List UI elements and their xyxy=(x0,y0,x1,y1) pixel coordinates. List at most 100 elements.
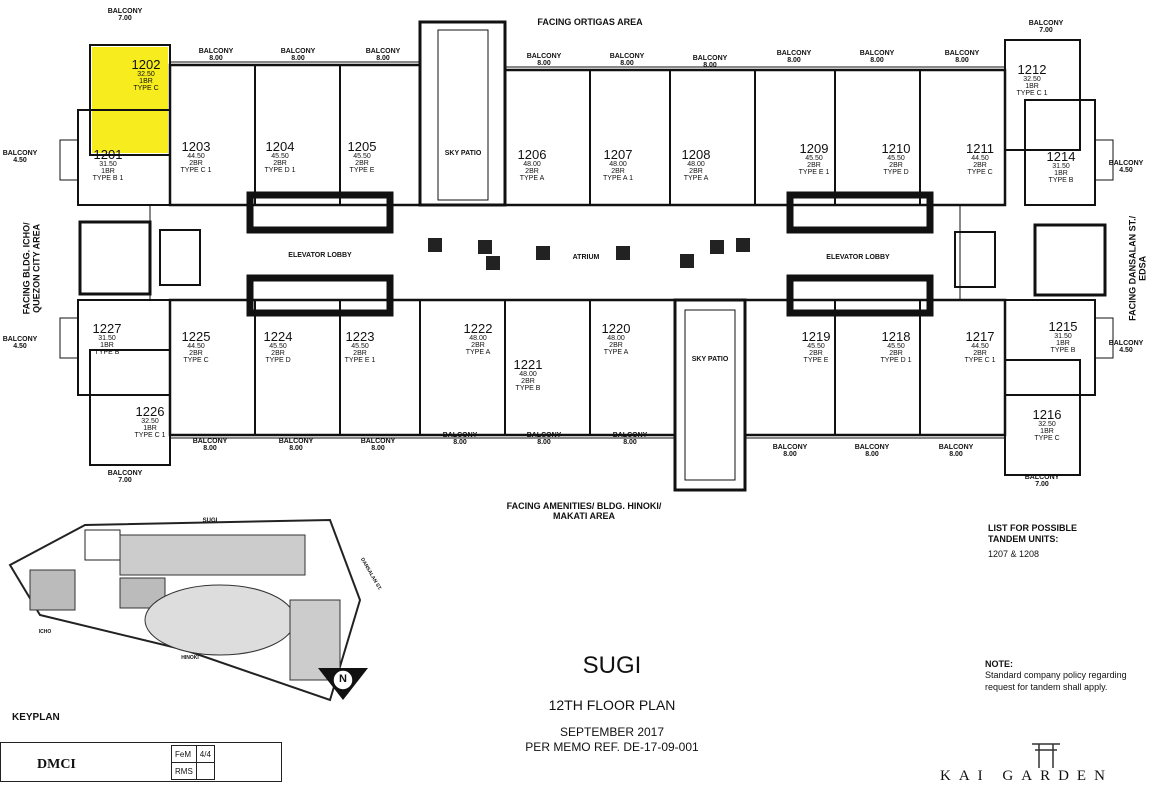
unit-bedrooms: 1BR xyxy=(101,168,115,175)
unit-number: 1225 xyxy=(181,329,211,344)
unit-number: 1206 xyxy=(517,147,547,162)
elevator-core-left-bottom xyxy=(246,274,394,317)
balcony-size: 4.50 xyxy=(1119,347,1133,354)
plan-date: SEPTEMBER 2017 xyxy=(559,725,665,739)
unit-bedrooms: 1BR xyxy=(139,78,153,85)
unit-type: TYPE C 1 xyxy=(134,432,166,439)
elevator-lobby-right-label: ELEVATOR LOBBY xyxy=(826,254,890,261)
balcony-size: 8.00 xyxy=(291,55,305,62)
balcony-label-text: BALCONY xyxy=(526,53,562,60)
floor-plan-title: 12TH FLOOR PLAN xyxy=(548,697,676,713)
unit-bedrooms: 2BR xyxy=(189,350,203,357)
unit-area: 48.00 xyxy=(523,161,541,168)
unit-number: 1227 xyxy=(92,321,122,336)
balcony-label-text: BALCONY xyxy=(107,8,143,15)
stair-left xyxy=(78,220,152,296)
unit-number: 1224 xyxy=(263,329,293,344)
unit-type: TYPE B 1 xyxy=(92,175,124,182)
unit-area: 45.50 xyxy=(887,343,905,350)
unit-type: TYPE A xyxy=(465,349,491,356)
elevator-core-right-top xyxy=(786,191,934,234)
torii-logo-icon xyxy=(1032,743,1060,768)
north-label: N xyxy=(339,673,347,685)
bottom-right-unit-band xyxy=(743,298,1007,437)
balcony-label-text: BALCONY xyxy=(609,53,645,60)
unit-bedrooms: 2BR xyxy=(973,350,987,357)
balcony-size: 8.00 xyxy=(787,57,801,64)
balcony-size: 8.00 xyxy=(623,439,637,446)
balcony-label-text: BALCONY xyxy=(2,150,38,157)
unit-bedrooms: 1BR xyxy=(1056,340,1070,347)
unit-type: TYPE A 1 xyxy=(603,175,633,182)
balcony-size: 8.00 xyxy=(703,62,717,69)
elevator-lobby-left-label: ELEVATOR LOBBY xyxy=(288,252,352,259)
unit-bedrooms: 2BR xyxy=(471,342,485,349)
unit-area: 45.50 xyxy=(271,153,289,160)
facing-right-label: FACING DANSALAN ST./EDSA xyxy=(1127,215,1148,321)
unit-bedrooms: 1BR xyxy=(100,342,114,349)
sky-patio-bottom-label: SKY PATIO xyxy=(691,356,729,363)
dmci-logo: DMCI xyxy=(37,757,76,772)
unit-type: TYPE C xyxy=(1034,435,1060,442)
facing-top-label: FACING ORTIGAS AREA xyxy=(537,17,643,27)
unit-number: 1216 xyxy=(1032,407,1062,422)
unit-number: 1203 xyxy=(181,139,211,154)
unit-number: 1211 xyxy=(966,141,994,156)
sky-patio-top-outline xyxy=(418,20,507,207)
balcony-label-text: BALCONY xyxy=(198,48,234,55)
unit-number: 1214 xyxy=(1046,149,1076,164)
policy-note: NOTE: Standard company policy regarding … xyxy=(985,659,1127,692)
unit-area: 48.00 xyxy=(607,335,625,342)
unit-type: TYPE E xyxy=(349,167,375,174)
balcony-label-text: BALCONY xyxy=(612,432,648,439)
balcony-label-text: BALCONY xyxy=(776,50,812,57)
balcony-label-text: BALCONY xyxy=(278,438,314,445)
facing-bottom-label-1: FACING AMENITIES/ BLDG. HINOKI/ xyxy=(506,501,662,511)
balcony-label-text: BALCONY xyxy=(365,48,401,55)
balcony-label-text: BALCONY xyxy=(280,48,316,55)
balcony-size: 8.00 xyxy=(949,451,963,458)
unit-area: 44.50 xyxy=(971,343,989,350)
balcony-label-text: BALCONY xyxy=(442,432,478,439)
unit-area: 44.50 xyxy=(187,343,205,350)
unit-type: TYPE B xyxy=(1048,177,1074,184)
balcony-label-text: BALCONY xyxy=(859,50,895,57)
atrium-columns xyxy=(428,238,750,270)
balcony-size: 8.00 xyxy=(783,451,797,458)
balcony-size: 8.00 xyxy=(209,55,223,62)
balcony-label-text: BALCONY xyxy=(107,470,143,477)
unit-type: TYPE A xyxy=(519,175,545,182)
unit-bedrooms: 2BR xyxy=(973,162,987,169)
balcony-size: 8.00 xyxy=(955,57,969,64)
unit-type: TYPE E 1 xyxy=(798,169,830,176)
unit-type: TYPE B xyxy=(1050,347,1076,354)
unit-bedrooms: 2BR xyxy=(609,342,623,349)
unit-type: TYPE A xyxy=(683,175,709,182)
facing-bottom-label-2: MAKATI AREA xyxy=(553,511,615,521)
balcony-label-text: BALCONY xyxy=(772,444,808,451)
unit-area: 45.50 xyxy=(807,343,825,350)
unit-number: 1202 xyxy=(131,57,161,72)
brand-logo: KAI GARDEN xyxy=(940,768,1113,784)
unit-type: TYPE D 1 xyxy=(264,167,296,174)
unit-type: TYPE B xyxy=(515,385,541,392)
unit-bedrooms: 2BR xyxy=(889,162,903,169)
